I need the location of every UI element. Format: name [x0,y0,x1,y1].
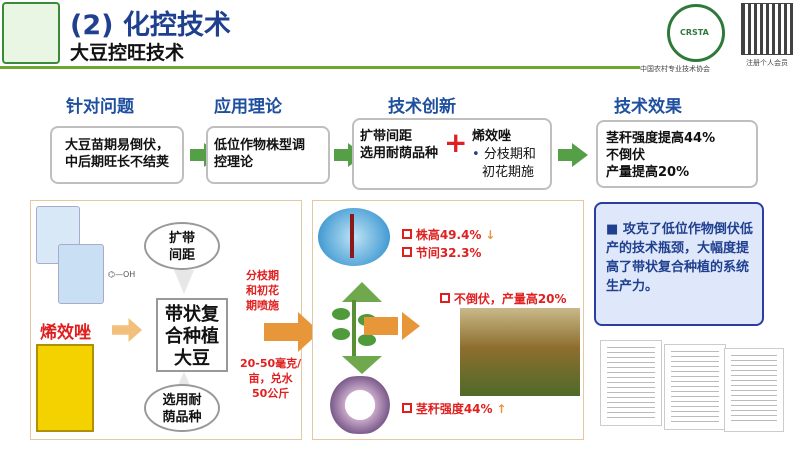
innovation-bullet1: 分枝期和 [483,147,536,162]
stem-row: 茎秆强度44% ↑ [402,400,506,417]
paper-thumbnail-2[interactable] [664,344,726,430]
timing-note: 分枝期 和初花 期喷施 [246,268,279,313]
plus-sign: + [444,126,468,159]
innovation-bullet2: 初花期施 [482,165,535,180]
dose-line3: 50公斤 [251,387,290,400]
top-oval-line1: 扩带 [168,231,195,246]
paper-thumbnail-3[interactable] [724,348,784,432]
theory-line1: 低位作物株型调 [214,138,306,153]
summary-text: 攻克了低位作物倒伏低产的技术瓶颈，大幅度提高了带状复合种植的系统生产力。 [606,222,753,294]
dose-note: 20-50毫克/ 亩，兑水 50公斤 [240,356,301,401]
innovation-line2: 选用耐荫品种 [360,146,439,161]
page-subtitle: 大豆控旺技术 [70,42,185,64]
header-divider [0,66,640,69]
qr-caption: 注册个人会员 [746,59,788,67]
node-value: 节间32.3% [415,246,482,260]
innovation-bullet: • 分枝期和 [472,146,536,163]
crsta-logo: CRSTA [667,4,725,62]
summary-box: ■ 攻克了低位作物倒伏低产的技术瓶颈，大幅度提高了带状复合种植的系统生产力。 [594,202,764,326]
timing-line1: 分枝期 [246,269,279,282]
stem-icon [350,214,354,258]
product-pack [36,344,94,432]
page-title: (2) 化控技术 [70,10,231,41]
checkbox-icon [402,247,412,257]
effect-line3: 产量提高20% [606,165,690,180]
problem-box: 大豆苗期易倒伏， 中后期旺长不结荚 [50,126,184,184]
bottom-oval-line2: 荫品种 [162,410,202,425]
innovation-chem: 烯效唑 [472,129,512,144]
checkbox-icon [402,229,412,239]
bottom-oval-line1: 选用耐 [162,393,202,408]
logo-text: CRSTA [680,28,709,37]
stage-innovation: 技术创新 [388,97,456,117]
theory-box: 低位作物株型调 控理论 [206,126,330,184]
qr-code[interactable] [741,3,793,55]
innovation-line1: 扩带间距 [360,129,413,144]
effect-box: 茎秆强度提高44% 不倒伏 产量提高20% [596,120,758,188]
center-line3: 大豆 [174,348,210,369]
lodging-value: 不倒伏，产量高20% [453,292,567,306]
seedling-image [318,208,390,266]
structure-formula: ⌬—OH [108,270,136,279]
center-box: 带状复 合种植 大豆 [156,298,228,372]
stage-effect: 技术效果 [614,97,682,117]
association-logo-left [2,2,60,64]
problem-line1: 大豆苗期易倒伏， [64,138,169,153]
top-oval-line2: 间距 [168,248,195,263]
field-photo [460,308,580,396]
bullet-dot-icon: • [472,147,480,162]
product-label: 烯效唑 [40,323,91,343]
org-name: 中国农村专业技术协会 [640,65,710,73]
timing-line2: 和初花 [246,284,279,297]
down-arrow-icon [174,270,194,294]
timing-line3: 期喷施 [246,299,279,312]
dose-line2: 亩，兑水 [248,372,293,385]
theory-line2: 控理论 [214,155,254,170]
height-value: 株高49.4% [415,228,482,242]
bottom-oval: 选用耐 荫品种 [144,384,220,432]
stem-value: 茎秆强度44% [415,402,493,416]
up-arrow-stem-icon: ↑ [496,402,507,416]
product-box-2 [58,244,104,304]
checkbox-icon [440,293,450,303]
checkbox-icon [402,403,412,413]
results-orange-arrow [364,312,420,340]
height-row: 株高49.4% ↓ [402,226,495,243]
effect-line2: 不倒伏 [606,148,646,163]
lodging-row: 不倒伏，产量高20% [440,290,567,307]
dose-line1: 20-50毫克/ [240,357,302,370]
square-bullet-icon: ■ [606,222,619,237]
stage-problem: 针对问题 [66,97,134,117]
problem-line2: 中后期旺长不结荚 [64,155,169,170]
down-arrow-height-icon: ↓ [485,228,496,242]
innovation-box: 扩带间距 选用耐荫品种 + 烯效唑 • 分枝期和 初花期施 [352,118,552,190]
center-line2: 合种植 [165,326,219,347]
stem-section-image [320,376,400,434]
stage-theory: 应用理论 [214,97,282,117]
node-row: 节间32.3% [402,244,481,261]
center-line1: 带状复 [165,304,219,325]
effect-line1: 茎秆强度提高44% [606,131,716,146]
top-oval: 扩带 间距 [144,222,220,270]
paper-thumbnail-1[interactable] [600,340,662,426]
flow-arrow-3 [558,143,588,167]
